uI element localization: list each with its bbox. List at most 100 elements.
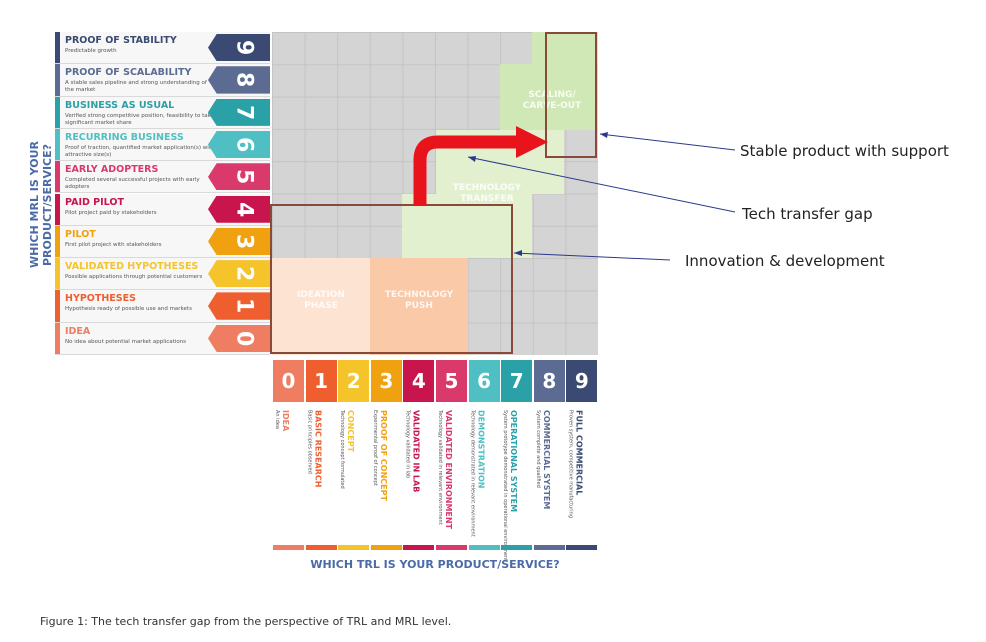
mrl-description: Possible applications through potential … <box>65 274 203 281</box>
mrl-description: First pilot project with stakeholders <box>65 241 162 248</box>
mrl-row-stripe <box>55 193 60 225</box>
trl-title: OPERATIONAL SYSTEM <box>509 410 519 513</box>
mrl-level-tag: 4 <box>208 195 270 223</box>
mrl-description: Hypothesis ready of possible use and mar… <box>65 306 192 313</box>
mrl-level-tag: 2 <box>208 260 270 288</box>
trl-description: Experimental proof of concept <box>371 410 378 486</box>
mrl-row-stripe <box>55 225 60 258</box>
trl-description: System complete and qualified <box>534 410 541 488</box>
mrl-title: EARLY ADOPTERS <box>65 164 159 176</box>
trl-title: PROOF OF CONCEPT <box>378 410 388 501</box>
zone-label-tech-push: TECHNOLOGY PUSH <box>384 290 454 311</box>
trl-title: CONCEPT <box>346 410 356 453</box>
zone-scaling-high <box>532 32 598 64</box>
trl-level-number: 6 <box>468 360 500 402</box>
trl-level-number: 5 <box>436 360 467 402</box>
mrl-description: Completed several successful projects wi… <box>65 177 200 191</box>
trl-description: Technology concept formulated <box>339 410 346 489</box>
pointer-stable <box>599 133 736 151</box>
zone-label-tech-transfer: TECHNOLOGY TRANSFER <box>452 183 522 204</box>
mrl-row-9: PROOF OF STABILITY Predictable growth 9 <box>55 32 270 65</box>
mrl-level-tag: 5 <box>208 163 270 191</box>
trl-color-bar <box>533 545 565 550</box>
figure-caption: Figure 1: The tech transfer gap from the… <box>40 615 452 628</box>
pointer-gap <box>467 156 736 213</box>
mrl-title: PILOT <box>65 228 96 240</box>
trl-title: BASIC RESEARCH <box>313 410 323 488</box>
trl-title: FULL COMMERCIAL <box>574 410 584 496</box>
trl-color-bar <box>468 545 500 550</box>
mrl-row-stripe <box>55 32 60 64</box>
mrl-level-tag: 8 <box>208 66 270 94</box>
trl-color-bar <box>305 545 337 550</box>
mrl-description: Predictable growth <box>65 48 117 54</box>
stable-product-box <box>545 32 597 158</box>
trl-description: Technology demonstrated in relevant envi… <box>469 410 476 537</box>
trl-level-number: 1 <box>305 360 337 402</box>
mrl-description: Proof of traction, quantified market app… <box>65 144 215 158</box>
trl-color-bar <box>403 545 435 550</box>
trl-description: Technology validated in lab <box>404 410 411 479</box>
mrl-level-tag: 6 <box>208 130 270 159</box>
mrl-title: PROOF OF SCALABILITY <box>65 67 192 79</box>
trl-level-number: 7 <box>501 360 533 402</box>
zone-ideation <box>272 258 370 355</box>
trl-description: An idea <box>274 410 280 429</box>
mrl-description: A stable sales pipeline and strong under… <box>65 80 207 94</box>
trl-color-bar <box>501 545 533 550</box>
zone-technology-push <box>370 258 468 355</box>
pointer-innovation <box>513 252 671 261</box>
annotation-tech-transfer-gap: Tech transfer gap <box>742 205 873 223</box>
mrl-row-stripe <box>55 322 60 354</box>
trl-level-number: 0 <box>273 360 304 402</box>
tech-transfer-arrowhead <box>516 126 548 158</box>
trl-color-bar <box>566 545 598 550</box>
mrl-description: Pilot project paid by stakeholders <box>65 209 157 216</box>
annotation-stable-product: Stable product with support <box>740 142 949 160</box>
mrl-level-tag: 9 <box>208 34 270 62</box>
mrl-title: PROOF OF STABILITY <box>65 35 177 46</box>
trl-title: COMMERCIAL SYSTEM <box>541 410 551 510</box>
mrl-title: RECURRING BUSINESS <box>65 131 184 143</box>
mrl-title: BUSINESS AS USUAL <box>65 99 175 111</box>
zone-label-ideation: IDEATION PHASE <box>297 290 345 311</box>
trl-color-bar <box>370 545 402 550</box>
mrl-title: IDEA <box>65 325 91 337</box>
trl-color-bar <box>338 545 370 550</box>
trl-title: DEMONSTRATION <box>476 410 486 489</box>
trl-level-number: 2 <box>338 360 370 402</box>
trl-level-number: 4 <box>403 360 435 402</box>
mrl-title: HYPOTHESES <box>65 293 136 305</box>
mrl-level-tag: 3 <box>208 227 270 256</box>
annotation-innovation: Innovation & development <box>685 252 885 270</box>
trl-level-number: 3 <box>370 360 402 402</box>
mrl-title: VALIDATED HYPOTHESES <box>65 261 199 273</box>
mrl-level-tag: 7 <box>208 98 270 126</box>
trl-axis-label: WHICH TRL IS YOUR PRODUCT/SERVICE? <box>310 558 560 571</box>
mrl-row-stripe <box>55 128 60 161</box>
trl-description: System prototype demonstrated in operati… <box>502 410 509 562</box>
innovation-development-box <box>270 204 513 354</box>
tech-transfer-arrow <box>413 135 520 206</box>
